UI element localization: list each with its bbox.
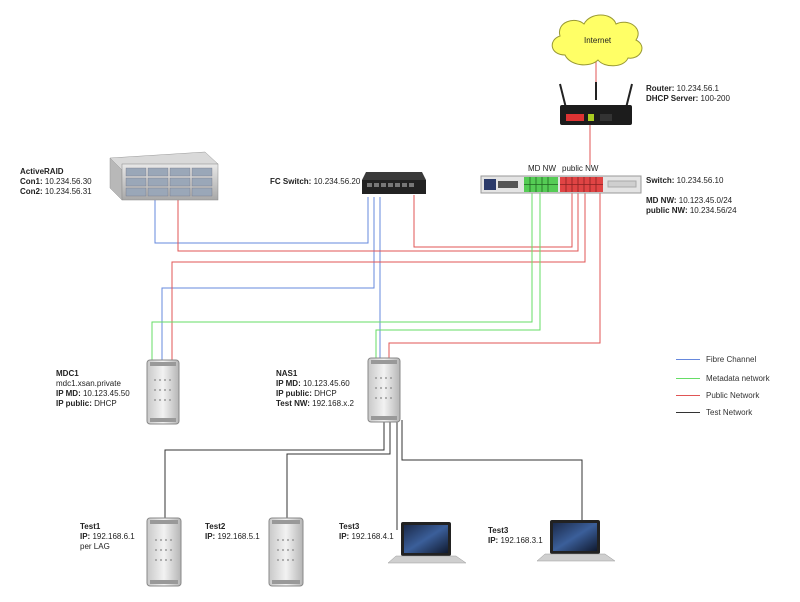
test3a-laptop-icon <box>387 522 467 564</box>
router-icon <box>559 82 633 125</box>
test1-ip-value: 192.168.6.1 <box>90 532 135 541</box>
con1-key: Con1: <box>20 177 43 186</box>
legend-swatch-test-network <box>676 412 700 413</box>
test1-title: Test1 <box>80 522 101 531</box>
legend-item-fibre-channel: Fibre Channel <box>676 355 757 364</box>
public-link-nas1-switch <box>388 193 601 360</box>
nas1-test-nw-value: 192.168.x.2 <box>309 399 354 408</box>
test3b-title: Test3 <box>488 526 509 535</box>
md-nw-tag: MD NW <box>528 164 556 173</box>
public-nw-key: public NW: <box>646 206 688 215</box>
switch-label: Switch: 10.234.56.10 MD NW: 10.123.45.0/… <box>646 176 737 216</box>
legend-swatch-public-network <box>676 395 700 396</box>
metadata-link-nas1 <box>375 193 541 360</box>
legend-item-public-network: Public Network <box>676 391 760 400</box>
public-link-raid-switch <box>177 193 579 252</box>
dhcp-value: 100-200 <box>698 94 730 103</box>
mdc1-label: MDC1 mdc1.xsan.private IP MD: 10.123.45.… <box>56 369 130 409</box>
fibre-link-fc-mdc1 <box>161 197 375 360</box>
test-network-links <box>164 420 583 530</box>
activeraid-title: ActiveRAID <box>20 167 64 176</box>
dhcp-key: DHCP Server: <box>646 94 699 103</box>
legend-label-public-network: Public Network <box>706 391 760 400</box>
public-link-fc-switch <box>413 193 573 248</box>
test3b-ip-key: IP: <box>488 536 499 545</box>
network-switch-icon <box>480 175 642 194</box>
mdc1-title: MDC1 <box>56 369 79 378</box>
test2-label: Test2 IP: 192.168.5.1 <box>205 522 260 542</box>
switch-ip-value: 10.234.56.10 <box>674 176 724 185</box>
test2-server-icon <box>268 517 304 587</box>
legend-label-fibre-channel: Fibre Channel <box>706 355 757 364</box>
test1-ip-key: IP: <box>80 532 91 541</box>
fibre-link-raid-fc <box>154 197 369 244</box>
con1-value: 10.234.56.30 <box>42 177 92 186</box>
con2-value: 10.234.56.31 <box>42 187 92 196</box>
test2-title: Test2 <box>205 522 226 531</box>
nas1-title: NAS1 <box>276 369 298 378</box>
router-ip-key: Router: <box>646 84 675 93</box>
switch-ip-key: Switch: <box>646 176 675 185</box>
fibre-channel-links <box>154 197 381 360</box>
legend-swatch-metadata-network <box>676 378 700 379</box>
fc-switch-key: FC Switch: <box>270 177 312 186</box>
test3b-laptop-icon <box>536 520 616 562</box>
nas1-test-nw-key: Test NW: <box>276 399 310 408</box>
nas1-ip-public-key: IP public: <box>276 389 312 398</box>
test3b-label: Test3 IP: 192.168.3.1 <box>488 526 543 546</box>
nas1-ip-md-value: 10.123.45.60 <box>300 379 350 388</box>
nas1-label: NAS1 IP MD: 10.123.45.60 IP public: DHCP… <box>276 369 354 409</box>
test-link-test3b <box>401 420 583 522</box>
test2-ip-value: 192.168.5.1 <box>215 532 260 541</box>
fc-switch-value: 10.234.56.20 <box>311 177 361 186</box>
router-ip-value: 10.234.56.1 <box>674 84 719 93</box>
public-link-mdc1-switch <box>171 193 586 360</box>
md-nw-key: MD NW: <box>646 196 677 205</box>
public-nw-tag: public NW <box>562 164 599 173</box>
test3a-label: Test3 IP: 192.168.4.1 <box>339 522 394 542</box>
test3a-ip-key: IP: <box>339 532 350 541</box>
fc-switch-label: FC Switch: 10.234.56.20 <box>270 177 360 187</box>
mdc1-server-icon <box>146 359 180 425</box>
md-nw-value: 10.123.45.0/24 <box>676 196 733 205</box>
activeraid-storage-icon <box>109 151 219 201</box>
legend-item-metadata-network: Metadata network <box>676 374 770 383</box>
metadata-network-links <box>151 193 541 360</box>
test3a-ip-value: 192.168.4.1 <box>349 532 394 541</box>
internet-label: Internet <box>584 36 612 45</box>
mdc1-hostname: mdc1.xsan.private <box>56 379 121 388</box>
router-label: Router: 10.234.56.1 DHCP Server: 100-200 <box>646 84 730 104</box>
nas1-ip-md-key: IP MD: <box>276 379 301 388</box>
test-link-test2 <box>286 420 391 520</box>
test1-lag-note: per LAG <box>80 542 110 551</box>
test-link-test1 <box>164 420 385 520</box>
internet-cloud <box>551 14 643 67</box>
fc-switch-icon <box>362 172 426 194</box>
con2-key: Con2: <box>20 187 43 196</box>
mdc1-ip-public-key: IP public: <box>56 399 92 408</box>
mdc1-ip-public-value: DHCP <box>91 399 117 408</box>
legend-swatch-fibre-channel <box>676 359 700 360</box>
mdc1-ip-md-key: IP MD: <box>56 389 81 398</box>
activeraid-label: ActiveRAID Con1: 10.234.56.30 Con2: 10.2… <box>20 167 92 197</box>
legend-label-metadata-network: Metadata network <box>706 374 770 383</box>
public-nw-value: 10.234.56/24 <box>687 206 737 215</box>
test3a-title: Test3 <box>339 522 360 531</box>
test2-ip-key: IP: <box>205 532 216 541</box>
legend-label-test-network: Test Network <box>706 408 753 417</box>
test3b-ip-value: 192.168.3.1 <box>498 536 543 545</box>
nas1-ip-public-value: DHCP <box>311 389 337 398</box>
public-network-links <box>171 120 601 360</box>
test1-server-icon <box>146 517 182 587</box>
metadata-link-mdc1 <box>151 193 533 360</box>
nas1-server-icon <box>367 357 401 423</box>
test1-label: Test1 IP: 192.168.6.1 per LAG <box>80 522 135 552</box>
mdc1-ip-md-value: 10.123.45.50 <box>80 389 130 398</box>
legend-item-test-network: Test Network <box>676 408 753 417</box>
